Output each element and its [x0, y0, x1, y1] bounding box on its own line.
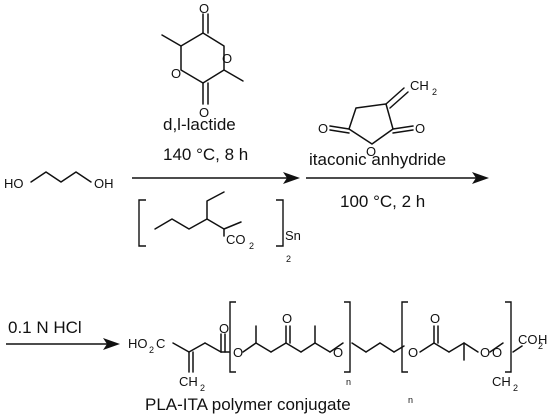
product-left-ch2: CH	[179, 374, 198, 389]
product-left-ch2-subscript: 2	[200, 383, 205, 393]
carboxylate-subscript: 2	[249, 241, 254, 251]
product-co2h: CO	[518, 332, 538, 347]
carboxylate-co: CO	[226, 232, 246, 247]
tin-subscript: 2	[286, 254, 291, 264]
product-right-ch2: CH	[492, 374, 511, 389]
anhydride-o-left: O	[318, 121, 328, 136]
product-label: PLA-ITA polymer conjugate	[145, 395, 351, 414]
anhydride-o-ring: O	[366, 144, 376, 159]
lactide-o-ring-left: O	[171, 66, 181, 81]
step2-conditions: 100 °C, 2 h	[340, 192, 425, 211]
lactide-label: d,l-lactide	[163, 115, 236, 134]
product-ho2c: HO	[128, 336, 148, 351]
product-o-6: O	[430, 311, 440, 326]
product-co2h-h: H	[538, 332, 547, 347]
product-o-3: O	[282, 311, 292, 326]
product-ho2c-c: C	[156, 336, 165, 351]
product-co2h-subscript: 2	[538, 341, 543, 351]
product-o-5: O	[408, 345, 418, 360]
lactide-o-top: O	[199, 1, 209, 16]
product-ho2c-subscript: 2	[149, 345, 154, 355]
product-structure	[172, 301, 523, 373]
lactide-structure	[161, 13, 244, 105]
product-o-8: O	[492, 345, 502, 360]
tin-octoate-structure	[138, 191, 284, 247]
propanediol-ho: HO	[4, 176, 24, 191]
product-o-7: O	[480, 345, 490, 360]
lactide-o-bottom: O	[199, 105, 209, 120]
propanediol-oh: OH	[94, 176, 114, 191]
propanediol-structure	[30, 171, 92, 183]
reaction-arrow-1	[132, 172, 300, 184]
product-o-4: O	[333, 345, 343, 360]
anhydride-ch2-subscript: 2	[432, 87, 437, 97]
step1-conditions: 140 °C, 8 h	[163, 145, 248, 164]
anhydride-ch2: CH	[410, 78, 429, 93]
anhydride-o-right: O	[415, 121, 425, 136]
lactide-o-ring-right: O	[222, 51, 232, 66]
product-o-1: O	[219, 321, 229, 336]
step3-reagent: 0.1 N HCl	[8, 318, 82, 337]
product-right-ch2-subscript: 2	[513, 383, 518, 393]
product-o-2: O	[233, 345, 243, 360]
reaction-arrow-3	[6, 338, 120, 350]
itaconic-anhydride-structure	[329, 87, 414, 145]
anhydride-label: itaconic anhydride	[309, 150, 446, 169]
tin-label: Sn	[285, 228, 301, 243]
product-n-2: n	[408, 395, 413, 405]
product-n-1: n	[346, 377, 351, 387]
reaction-arrow-2	[306, 172, 489, 184]
